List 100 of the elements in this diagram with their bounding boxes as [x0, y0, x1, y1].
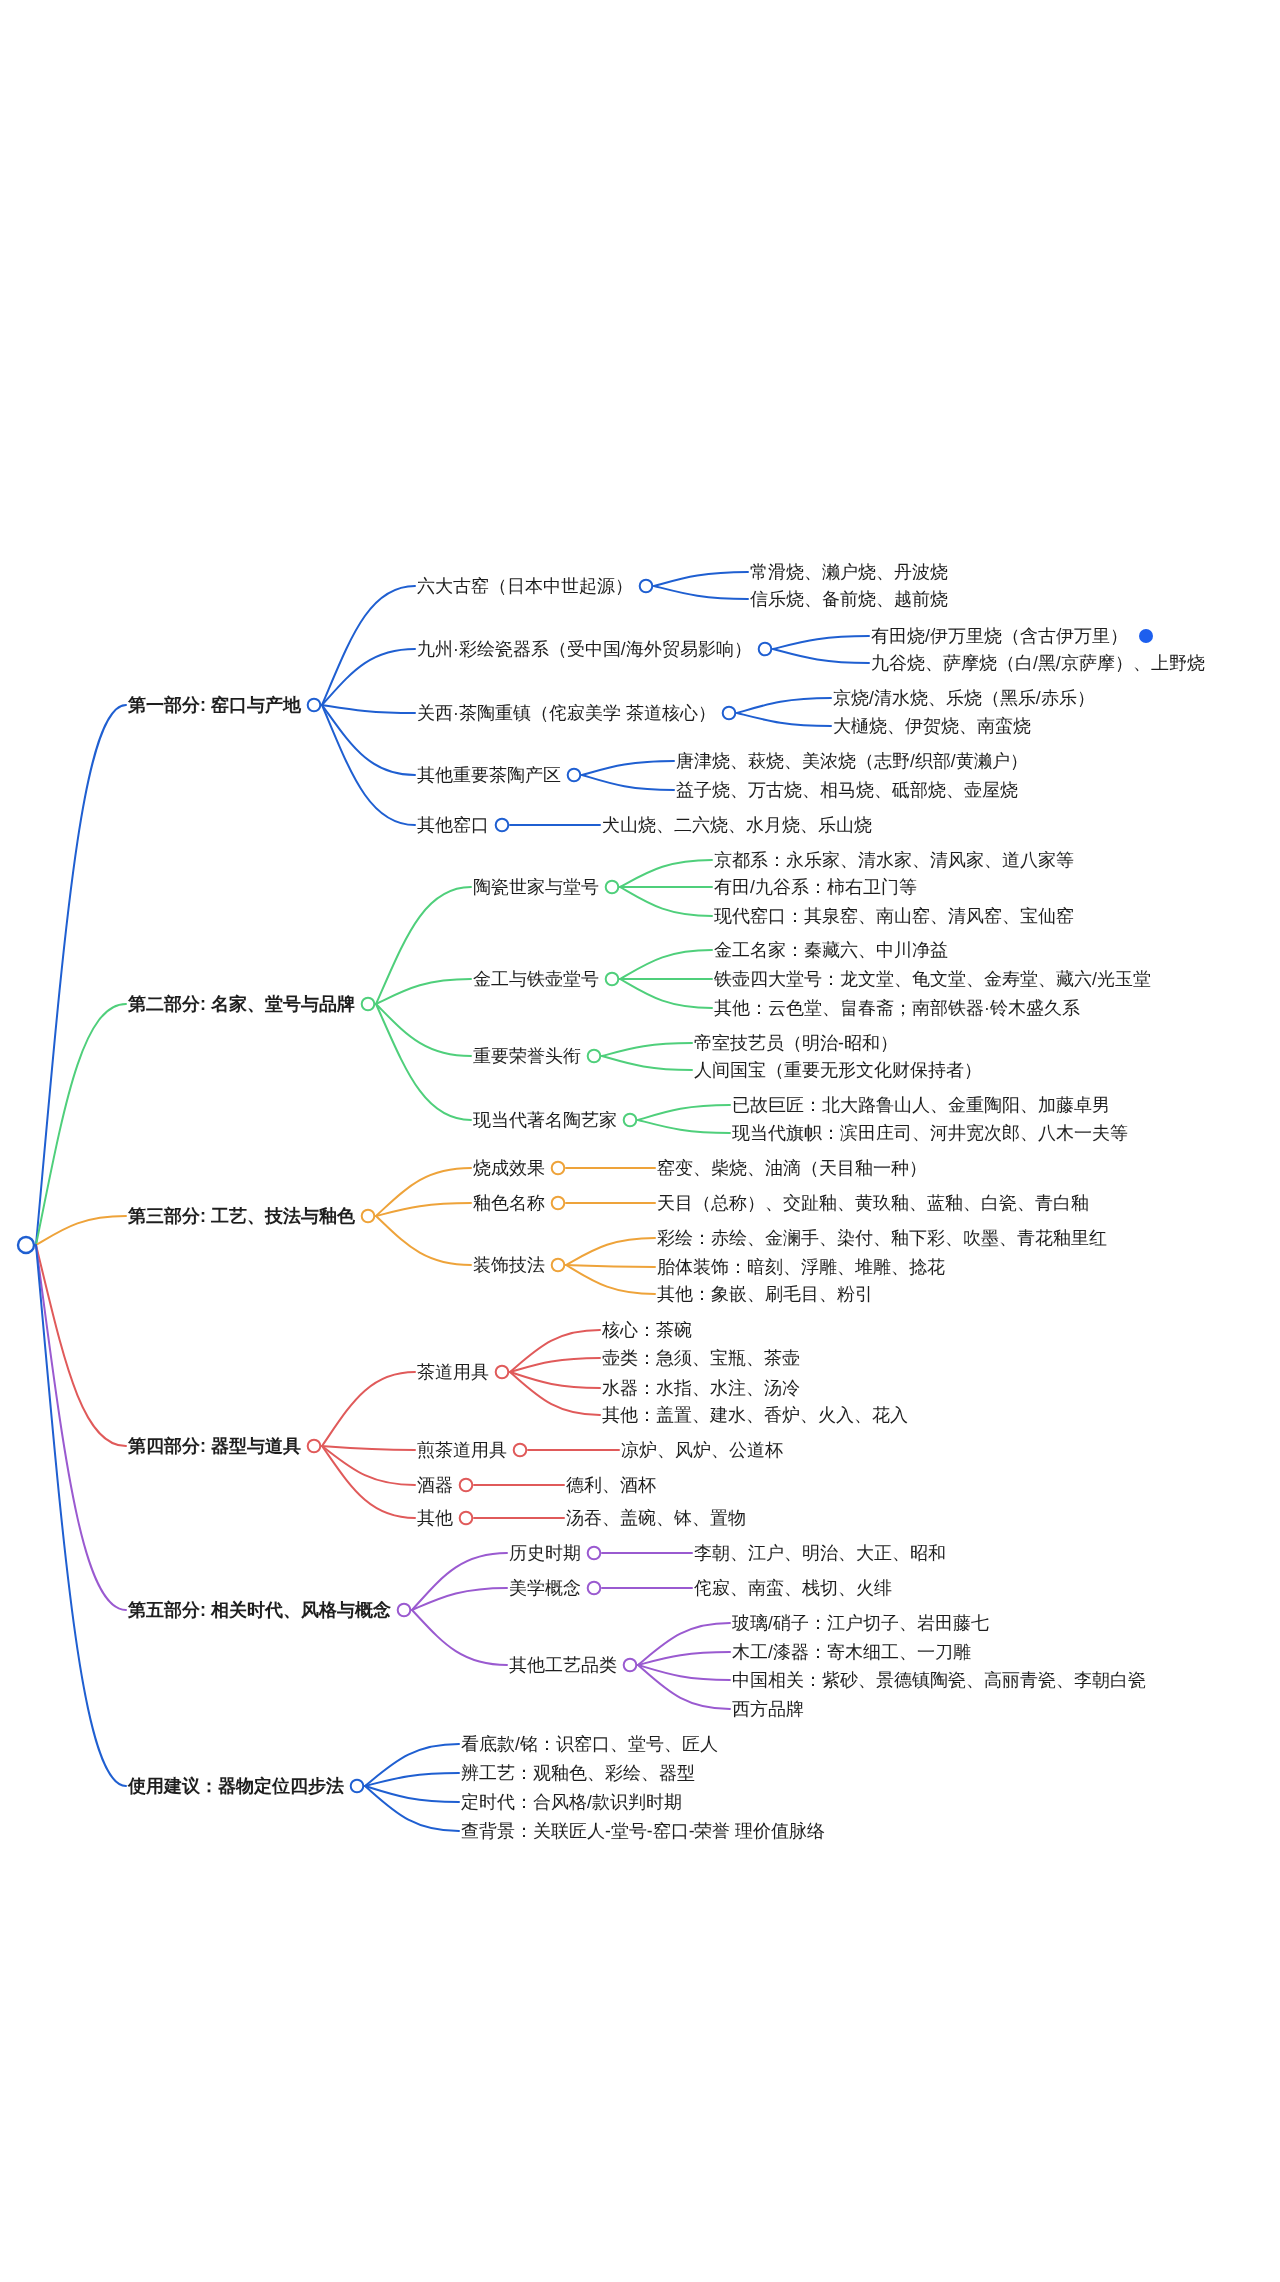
branch-line	[565, 1264, 656, 1295]
branch-line	[321, 1445, 416, 1519]
subtopic-text: 金工名家：秦藏六、中川净益	[714, 939, 948, 961]
topic-text: 其他窑口	[417, 814, 489, 836]
branch-title: 第三部分: 工艺、技法与釉色	[128, 1205, 355, 1227]
topic-text: 釉色名称	[473, 1192, 545, 1214]
branch-line	[375, 886, 472, 1005]
branch-line	[736, 712, 832, 727]
branch-line	[509, 1371, 601, 1416]
subtopic-text: 西方品牌	[732, 1698, 804, 1720]
branch-line	[35, 1244, 127, 1447]
subtopic-text: 常滑烧、濑户烧、丹波烧	[750, 561, 948, 583]
branch-line	[619, 886, 713, 888]
subtopic-text: 查背景：关联匠人-堂号-窑口-荣誉 理价值脉络	[461, 1820, 826, 1842]
branch-line	[601, 1055, 693, 1071]
branch-line	[35, 1215, 127, 1246]
subtopic-text: 侘寂、南蛮、栈切、火绯	[694, 1577, 892, 1599]
subtopic-text: 现代窑口：其泉窑、南山窑、清风窑、宝仙窑	[714, 905, 1074, 927]
subtopic-text: 犬山烧、二六烧、水月烧、乐山烧	[602, 814, 872, 836]
branch-line	[653, 585, 749, 600]
subtopic-text: 唐津烧、萩烧、美浓烧（志野/织部/黄濑户）	[676, 750, 1028, 772]
topic-text: 烧成效果	[473, 1157, 545, 1179]
branch-title: 第二部分: 名家、堂号与品牌	[128, 993, 355, 1015]
branch-line	[321, 648, 416, 706]
topic-text: 其他重要茶陶产区	[417, 764, 561, 786]
branch-line	[637, 1104, 731, 1121]
branch-line	[364, 1785, 460, 1832]
subtopic-text: 定时代：合风格/款识判时期	[461, 1791, 682, 1813]
subtopic-text: 九谷烧、萨摩烧（白/黑/京萨摩）、上野烧	[871, 652, 1205, 674]
branch-line	[509, 1357, 601, 1373]
subtopic-text: 其他：云色堂、畠春斋；南部铁器·铃木盛久系	[714, 997, 1080, 1019]
subtopic-text: 人间国宝（重要无形文化财保持者）	[694, 1059, 982, 1081]
subtopic-text: 德利、酒杯	[566, 1474, 656, 1496]
subtopic-text: 天目（总称）、交趾釉、黄玖釉、蓝釉、白瓷、青白釉	[657, 1192, 1089, 1214]
topic-text: 煎茶道用具	[417, 1439, 507, 1461]
subtopic-text: 京烧/清水烧、乐烧（黑乐/赤乐）	[833, 687, 1095, 709]
branch-line	[321, 704, 416, 776]
branch-line	[375, 1003, 472, 1121]
branch-line	[321, 704, 416, 714]
branch-line	[364, 1785, 460, 1803]
branch-line	[619, 886, 713, 917]
branch-line	[473, 1484, 565, 1486]
branch-line	[736, 697, 832, 714]
branch-line	[411, 1552, 508, 1611]
topic-text: 装饰技法	[473, 1254, 545, 1276]
subtopic-text: 有田烧/伊万里烧（含古伊万里）	[871, 625, 1128, 647]
branch-line	[321, 704, 416, 826]
topic-text: 历史时期	[509, 1542, 581, 1564]
branch-line	[411, 1609, 508, 1666]
subtopic-text: 彩绘：赤绘、金澜手、染付、釉下彩、吹墨、青花釉里红	[657, 1227, 1107, 1249]
branch-line	[375, 1202, 472, 1217]
branch-line	[565, 1237, 656, 1266]
subtopic-text: 帝室技艺员（明治-昭和）	[694, 1032, 898, 1054]
branch-line	[581, 774, 675, 791]
branch-line	[637, 1664, 731, 1710]
branch-line	[321, 1371, 416, 1447]
topic-text: 金工与铁壶堂号	[473, 968, 599, 990]
branch-line	[637, 1119, 731, 1134]
branch-line	[411, 1587, 508, 1611]
topic-text: 陶瓷世家与堂号	[473, 876, 599, 898]
topic-text: 六大古窑（日本中世起源）	[417, 575, 633, 597]
branch-line	[601, 1587, 693, 1589]
branch-line	[619, 949, 713, 980]
subtopic-text: 辨工艺：观釉色、彩绘、器型	[461, 1762, 695, 1784]
branch-line	[772, 635, 870, 650]
branch-line	[653, 571, 749, 587]
branch-line	[509, 1371, 601, 1389]
branch-line	[601, 1552, 693, 1554]
subtopic-text: 京都系：永乐家、清水家、清风家、道八家等	[714, 849, 1074, 871]
branch-title: 第五部分: 相关时代、风格与概念	[128, 1599, 391, 1621]
branch-title: 使用建议：器物定位四步法	[128, 1775, 344, 1797]
branch-title: 第一部分: 窑口与产地	[128, 694, 301, 716]
branch-line	[35, 1003, 127, 1246]
branch-line	[321, 585, 416, 706]
topic-text: 关西·茶陶重镇（侘寂美学 茶道核心）	[417, 702, 716, 724]
topic-text: 酒器	[417, 1474, 453, 1496]
subtopic-text: 凉炉、风炉、公道杯	[621, 1439, 783, 1461]
subtopic-text: 核心：茶碗	[602, 1319, 692, 1341]
subtopic-text: 有田/九谷系：柿右卫门等	[714, 876, 917, 898]
branch-line	[321, 1445, 416, 1451]
subtopic-text: 大樋烧、伊贺烧、南蛮烧	[833, 715, 1031, 737]
subtopic-text: 水器：水指、水注、汤冷	[602, 1377, 800, 1399]
branch-line	[527, 1449, 620, 1451]
branch-line	[473, 1517, 565, 1519]
topic-text: 美学概念	[509, 1577, 581, 1599]
branch-line	[509, 1329, 601, 1373]
topic-text: 其他	[417, 1507, 453, 1529]
subtopic-text: 现当代旗帜：滨田庄司、河井宽次郎、八木一夫等	[732, 1122, 1128, 1144]
subtopic-text: 玻璃/硝子：江户切子、岩田藤七	[732, 1612, 989, 1634]
branch-line	[565, 1202, 656, 1204]
branch-line	[637, 1651, 731, 1666]
branch-line	[375, 1215, 472, 1266]
subtopic-text: 其他：象嵌、刷毛目、粉引	[657, 1283, 873, 1305]
subtopic-text: 木工/漆器：寄木细工、一刀雕	[732, 1641, 971, 1663]
branch-line	[375, 1167, 472, 1217]
branch-line	[619, 859, 713, 888]
branch-line	[565, 1264, 656, 1268]
subtopic-text: 其他：盖置、建水、香炉、火入、花入	[602, 1404, 908, 1426]
branch-line	[581, 760, 675, 776]
subtopic-text: 铁壶四大堂号：龙文堂、龟文堂、金寿堂、藏六/光玉堂	[714, 968, 1151, 990]
